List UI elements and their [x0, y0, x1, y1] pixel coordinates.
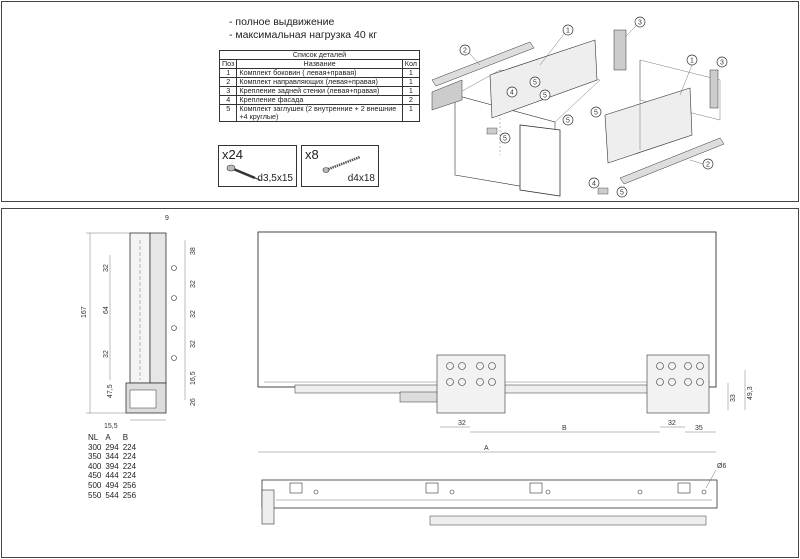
callout-4b: 4	[588, 177, 600, 189]
callout-label: 4	[592, 181, 596, 188]
cell: 294	[105, 442, 119, 452]
callout-label: 5	[503, 136, 507, 143]
dim-B: B	[562, 425, 567, 432]
cell: 444	[105, 471, 119, 481]
drawing-panel	[1, 208, 799, 558]
callout-1: 1	[539, 24, 574, 66]
callout-1b: 1	[679, 54, 698, 96]
dim-32: 32	[190, 310, 197, 318]
dim-49-3: 49,3	[747, 386, 754, 400]
dim-15-5: 15,5	[104, 423, 118, 430]
cell: 400	[88, 461, 102, 471]
callout-label: 5	[543, 93, 547, 100]
cell: 394	[105, 461, 119, 471]
dim-26: 26	[190, 398, 197, 406]
callout-5: 5 5 5 5 5 5	[499, 76, 628, 198]
size-header-b: B	[122, 433, 129, 442]
cell: 544	[105, 490, 119, 500]
callout-label: 4	[510, 90, 514, 97]
dim-32: 32	[103, 264, 110, 272]
dim-16-5: 16,5	[190, 371, 197, 385]
callout-4: 4	[506, 86, 518, 98]
front-view: 32 B 32 35 A 33 49,3	[257, 231, 754, 453]
screw-icon	[226, 164, 261, 181]
cell: 494	[105, 480, 119, 490]
front-bracket-right	[646, 354, 710, 414]
callout-label: 1	[566, 28, 570, 35]
cell: 450	[88, 471, 102, 481]
size-header-a: A	[105, 433, 111, 442]
plan-view: Ø6	[261, 463, 726, 526]
callout-label: 2	[463, 48, 467, 55]
dim-height: 167	[81, 306, 88, 318]
screw-qty: x24	[222, 147, 243, 162]
dim-47-5: 47,5	[107, 384, 114, 398]
cell: 550	[88, 490, 102, 500]
size-header-nl: NL	[88, 433, 99, 442]
callout-2: 2	[459, 44, 481, 66]
screw-qty: x8	[305, 147, 319, 162]
callout-3b: 3	[716, 56, 728, 68]
cell: 224	[122, 452, 137, 462]
dim-top: 9	[165, 215, 169, 222]
dim-32: 32	[458, 420, 466, 427]
dim-33: 33	[730, 394, 737, 402]
cell: 256	[122, 480, 137, 490]
notes: - полное выдвижение - максимальная нагру…	[229, 16, 377, 42]
dim-32: 32	[103, 350, 110, 358]
callout-label: 5	[533, 80, 537, 87]
cell: 350	[88, 452, 102, 462]
dim-64: 64	[103, 306, 110, 314]
screw-box-large: x8 d4x18	[301, 145, 379, 187]
dim-32: 32	[668, 420, 676, 427]
cell: 224	[122, 471, 137, 481]
note-full-extension: - полное выдвижение	[229, 16, 335, 28]
cell: 256	[122, 490, 137, 500]
screw-icon	[322, 155, 361, 173]
dim-32: 32	[190, 280, 197, 288]
dim-A: A	[484, 445, 489, 452]
side-section-view: 167 9 38 32 32 32 32 64 32 16,5 47,5 26 …	[81, 215, 197, 430]
callout-label: 5	[566, 118, 570, 125]
front-bracket-left	[436, 354, 506, 414]
note-max-load: - максимальная нагрузка 40 кг	[229, 29, 378, 41]
dim-32: 32	[190, 340, 197, 348]
dim-35: 35	[695, 425, 703, 432]
cell: 300	[88, 442, 102, 452]
cell: 500	[88, 480, 102, 490]
callout-label: 2	[706, 162, 710, 169]
cell: 5	[218, 104, 238, 122]
callout-label: 5	[620, 190, 624, 197]
dim-diameter: Ø6	[717, 463, 726, 470]
cell: Комплект заглушек (2 внутренние + 2 внеш…	[236, 104, 403, 122]
callout-label: 3	[720, 60, 724, 67]
callout-label: 3	[638, 20, 642, 27]
callout-label: 1	[690, 58, 694, 65]
holes	[171, 265, 177, 361]
cell: 1	[401, 104, 421, 122]
screw-size: d4x18	[347, 173, 375, 184]
exploded-assembly: 1 1 2 2 3 3 4	[431, 16, 728, 198]
callout-2b: 2	[689, 158, 714, 170]
cell: 224	[122, 442, 137, 452]
screw-size: d3,5x15	[257, 173, 293, 184]
callout-label: 5	[594, 110, 598, 117]
callout-3: 3	[625, 16, 646, 37]
top-panel	[1, 1, 799, 202]
dim-38: 38	[190, 247, 197, 255]
cell: 344	[105, 452, 119, 462]
screw-box-small: x24 d3,5x15	[218, 145, 297, 187]
cell: 224	[122, 461, 137, 471]
